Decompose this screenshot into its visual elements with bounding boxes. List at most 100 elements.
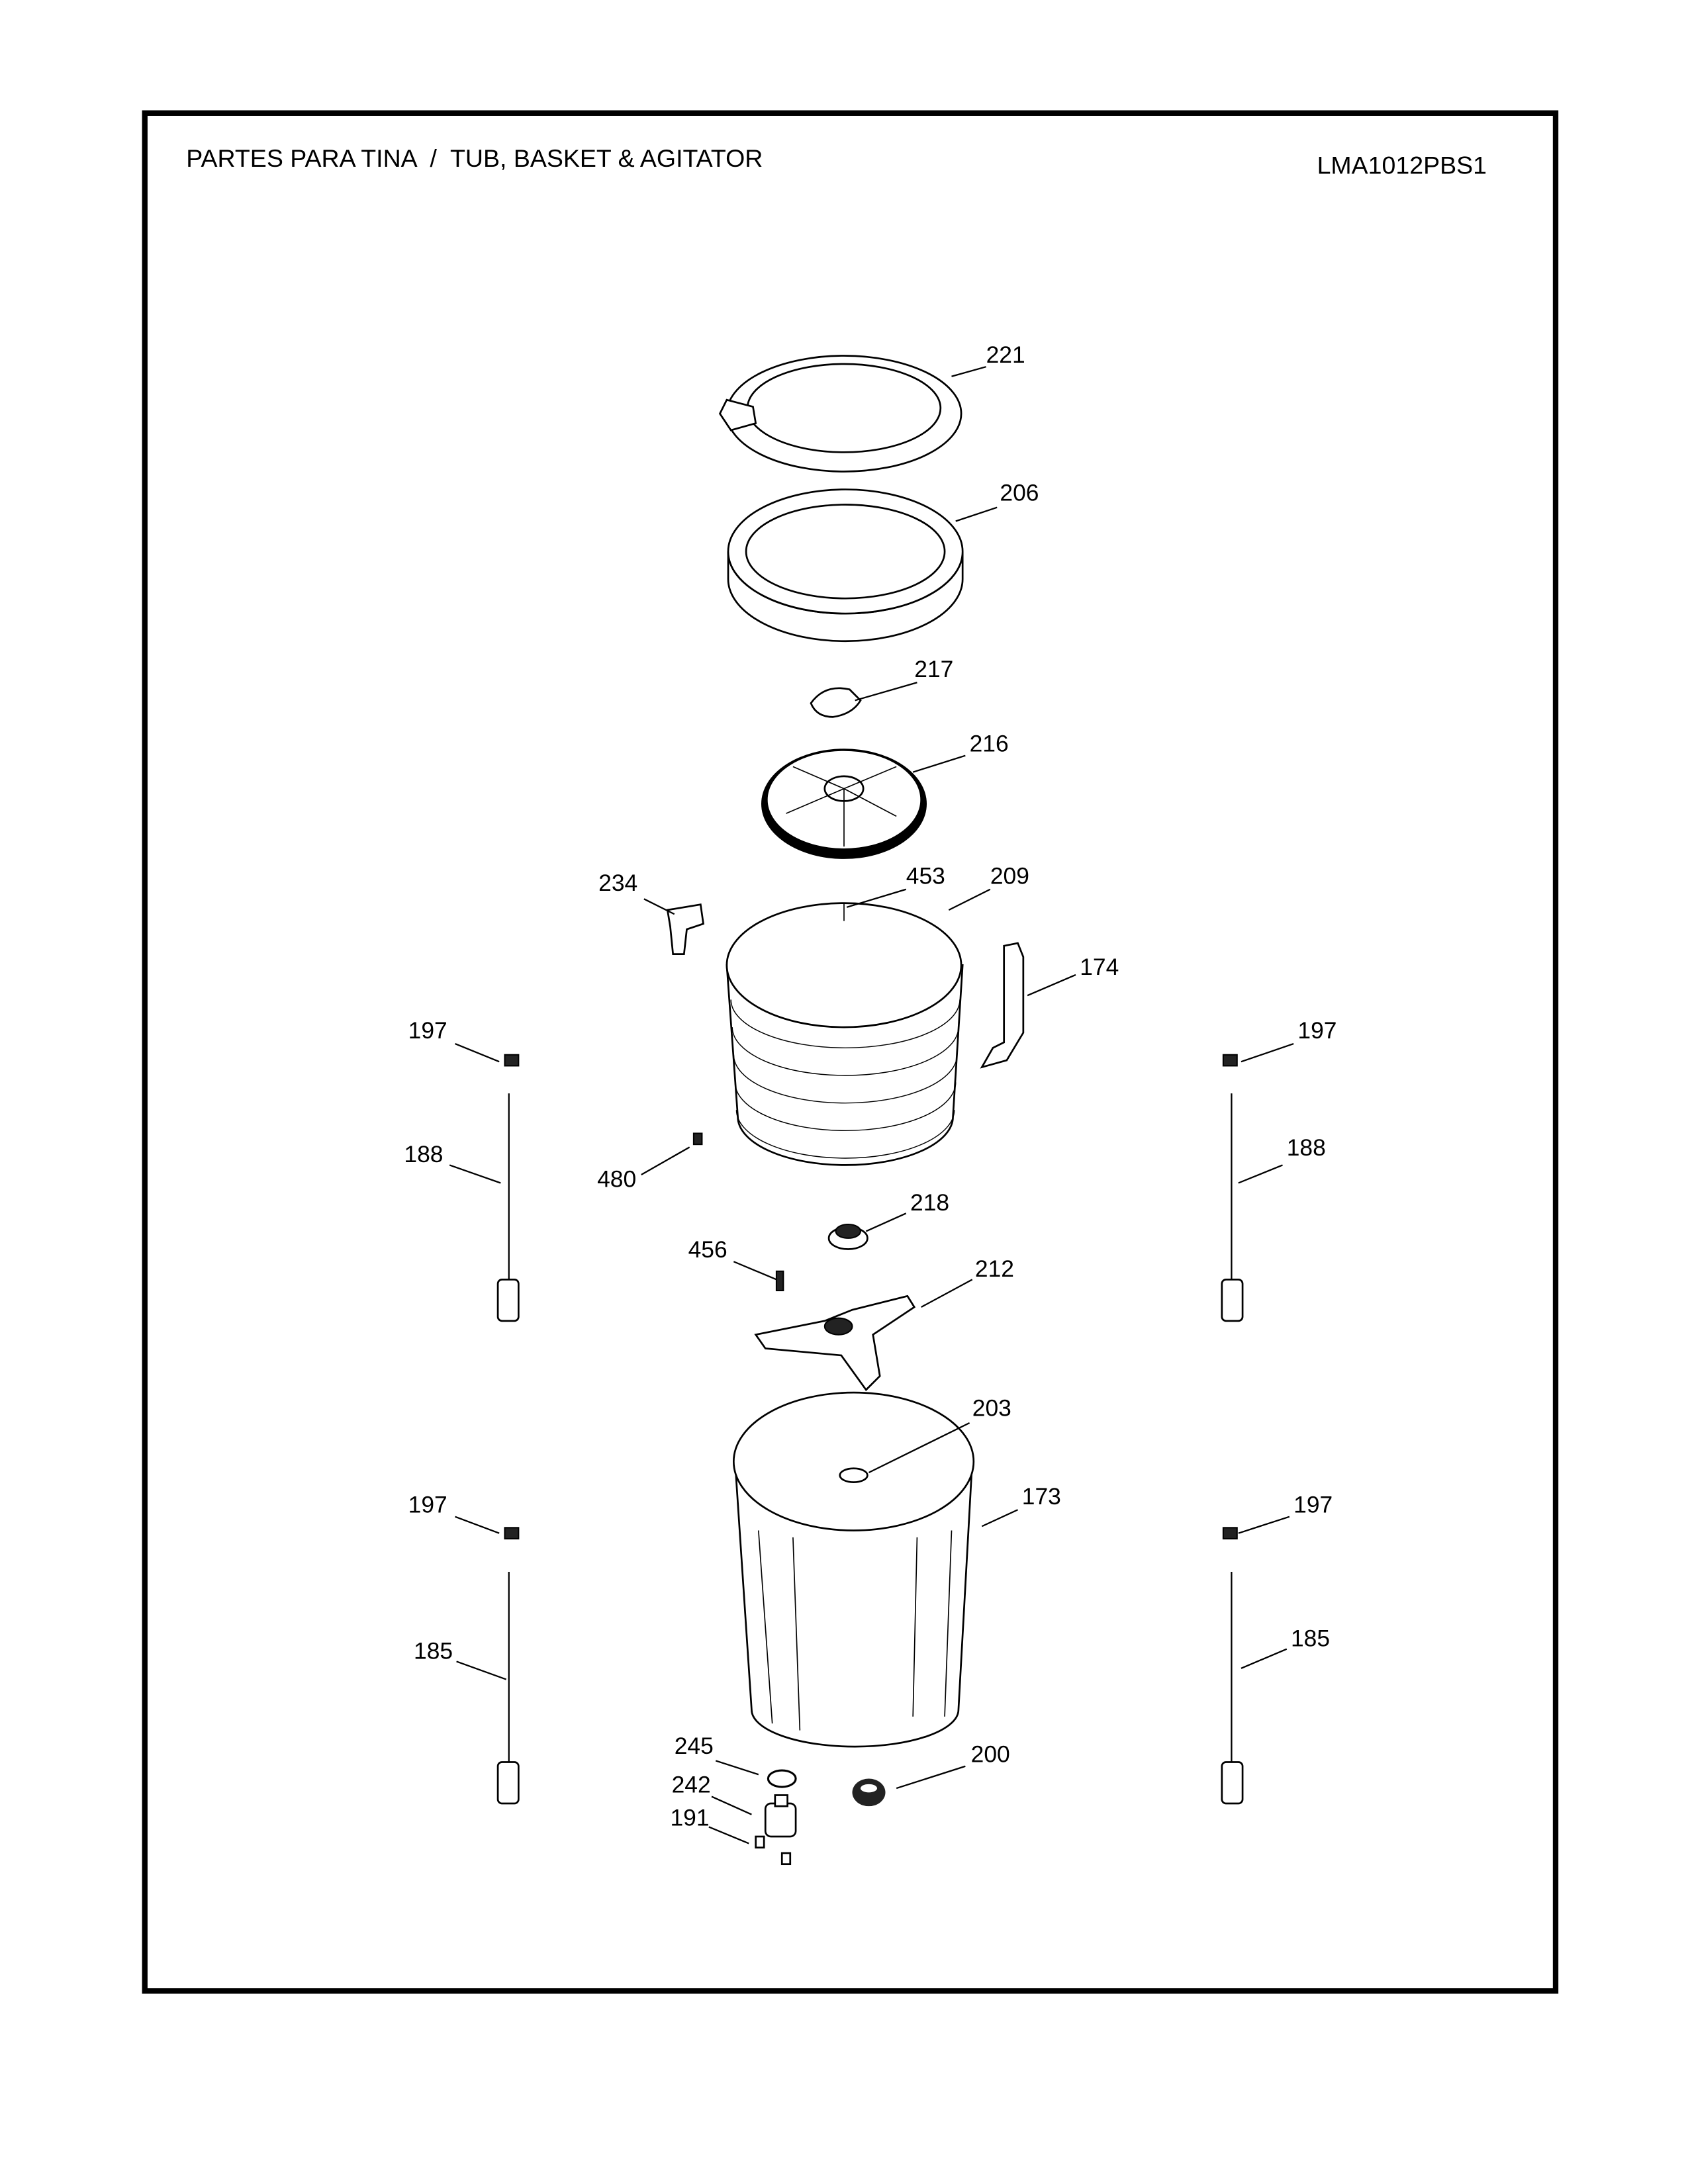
leader-line [1241,1042,1294,1063]
callout-label: 216 [970,730,1009,756]
callout-label: 221 [986,341,1025,368]
page-title: PARTES PARA TINA / TUB, BASKET & AGITATO… [186,144,763,172]
part-hose-guide[interactable] [980,942,1025,1069]
part-suspension-lower-right[interactable] [1221,1527,1244,1805]
callout: 197 [1238,1491,1333,1534]
callout: 191 [671,1804,749,1844]
callout-label: 456 [688,1236,727,1263]
callout-label: 209 [990,862,1029,889]
leader-line [643,898,675,915]
callout-label: 197 [408,1491,447,1518]
callout: 453 [846,862,945,908]
callout: 185 [1241,1625,1330,1669]
callout-label: 218 [910,1189,949,1216]
model-number: LMA1012PBS1 [1317,152,1487,179]
leader-line [865,1212,907,1232]
part-basket[interactable] [726,902,964,1166]
callout: 218 [865,1189,949,1232]
part-clip[interactable] [755,1835,765,1849]
leader-line [641,1146,690,1175]
callout-label: 188 [404,1141,443,1167]
callout-label: 234 [598,870,637,896]
leader-line [711,1796,752,1815]
callout: 185 [414,1637,506,1680]
callout-label: 217 [914,656,953,682]
callouts: 221 206 217 216 453 209 234 174 197 197 188 188 480 2… [404,341,1336,1844]
callout: 173 [981,1483,1061,1527]
leader-line [456,1661,506,1680]
callout: 206 [955,479,1039,522]
callout-label: 185 [414,1637,453,1664]
callout: 203 [868,1395,1011,1474]
leader-line [455,1516,500,1534]
part-suspension-upper-left[interactable] [496,1054,520,1322]
leader-line [1241,1648,1288,1669]
callout-label: 206 [1000,479,1039,506]
part-outer-tub[interactable] [732,1391,975,1748]
diagram-frame [142,110,1559,1994]
leader-line [1027,974,1076,997]
callout-label: 174 [1080,954,1119,980]
callout-label: 453 [906,862,945,889]
callout: 197 [408,1491,500,1534]
part-filter[interactable] [666,903,705,956]
leader-line [855,682,917,702]
leader-line [846,888,907,908]
callout: 188 [1238,1134,1326,1184]
leader-line [948,888,991,911]
callout: 197 [408,1017,500,1063]
callout-label: 185 [1291,1625,1330,1652]
part-suspension-upper-right[interactable] [1221,1054,1244,1322]
leader-line [981,1509,1018,1527]
part-screw-480[interactable] [692,1132,703,1146]
part-drain-valve[interactable] [764,1794,797,1838]
callout: 200 [896,1741,1010,1790]
leader-line [449,1164,501,1184]
callout-label: 242 [672,1771,711,1797]
part-bolt-456[interactable] [775,1270,784,1292]
callout: 174 [1027,954,1119,997]
callout: 217 [855,656,953,702]
leader-line [921,1279,973,1308]
callout-label: 203 [972,1395,1011,1422]
leader-line [1238,1164,1283,1184]
leader-line [455,1043,500,1063]
part-pulsator[interactable] [761,749,927,859]
callout: 480 [597,1146,690,1193]
callout: 216 [912,730,1009,773]
callout: 197 [1241,1017,1336,1063]
part-o-ring[interactable] [767,1769,797,1788]
callout: 234 [598,870,675,915]
callout: 242 [672,1771,752,1815]
leader-line [951,366,986,377]
leader-line [733,1261,777,1281]
callout-label: 197 [1293,1491,1333,1518]
callout: 221 [951,341,1025,377]
part-clip[interactable] [780,1852,792,1866]
leader-line [708,1826,749,1844]
callout: 456 [688,1236,777,1281]
callout-label: 197 [408,1017,447,1044]
callout-label: 191 [671,1804,710,1831]
callout-label: 188 [1287,1134,1326,1161]
leader-line [912,754,966,773]
callout-label: 245 [675,1733,714,1759]
callout: 188 [404,1141,501,1184]
part-hub-nut[interactable] [827,1223,868,1250]
leader-line [896,1765,966,1790]
part-tub-cover[interactable] [718,355,962,473]
leader-line [955,506,998,522]
leader-line [868,1422,970,1474]
callout-label: 212 [975,1255,1014,1282]
leader-line [715,1760,759,1776]
part-agitator-cap[interactable] [810,687,862,718]
callout: 245 [675,1733,759,1776]
callout-label: 200 [971,1741,1010,1768]
callout: 209 [948,862,1029,911]
part-basket-flange[interactable] [754,1295,916,1392]
part-suspension-lower-left[interactable] [496,1527,520,1805]
part-bearing-seal[interactable] [852,1778,886,1807]
part-balance-ring[interactable] [727,488,964,643]
callout-label: 480 [597,1166,636,1193]
